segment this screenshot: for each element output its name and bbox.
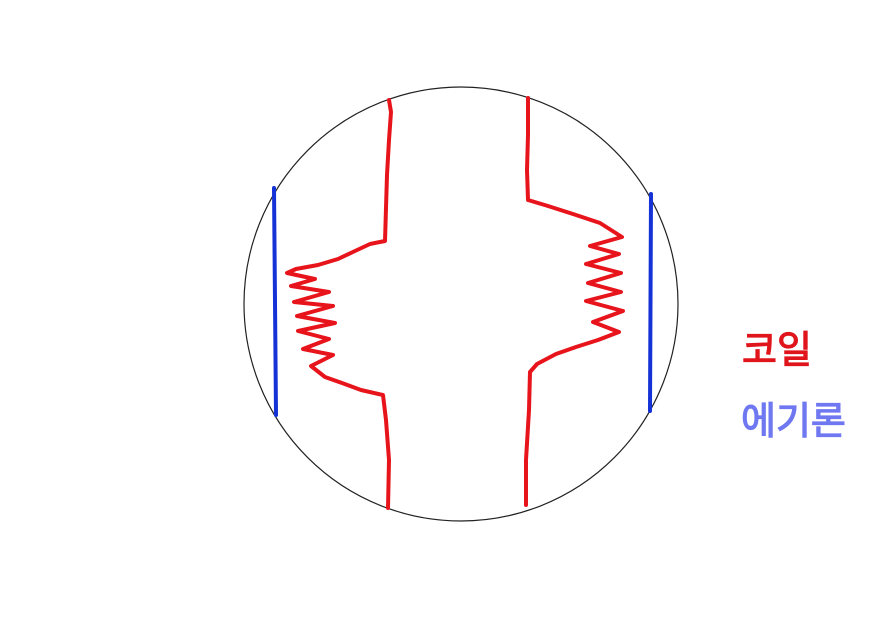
legend-coil-label: 코일: [742, 328, 812, 372]
outer-circle: [243, 86, 679, 522]
left-electrode: [272, 186, 278, 417]
right-coil-wire: [524, 96, 625, 507]
right-electrode: [648, 192, 653, 413]
legend-electrode-label: 에기론: [741, 399, 846, 443]
left-coil-wire: [285, 98, 393, 510]
